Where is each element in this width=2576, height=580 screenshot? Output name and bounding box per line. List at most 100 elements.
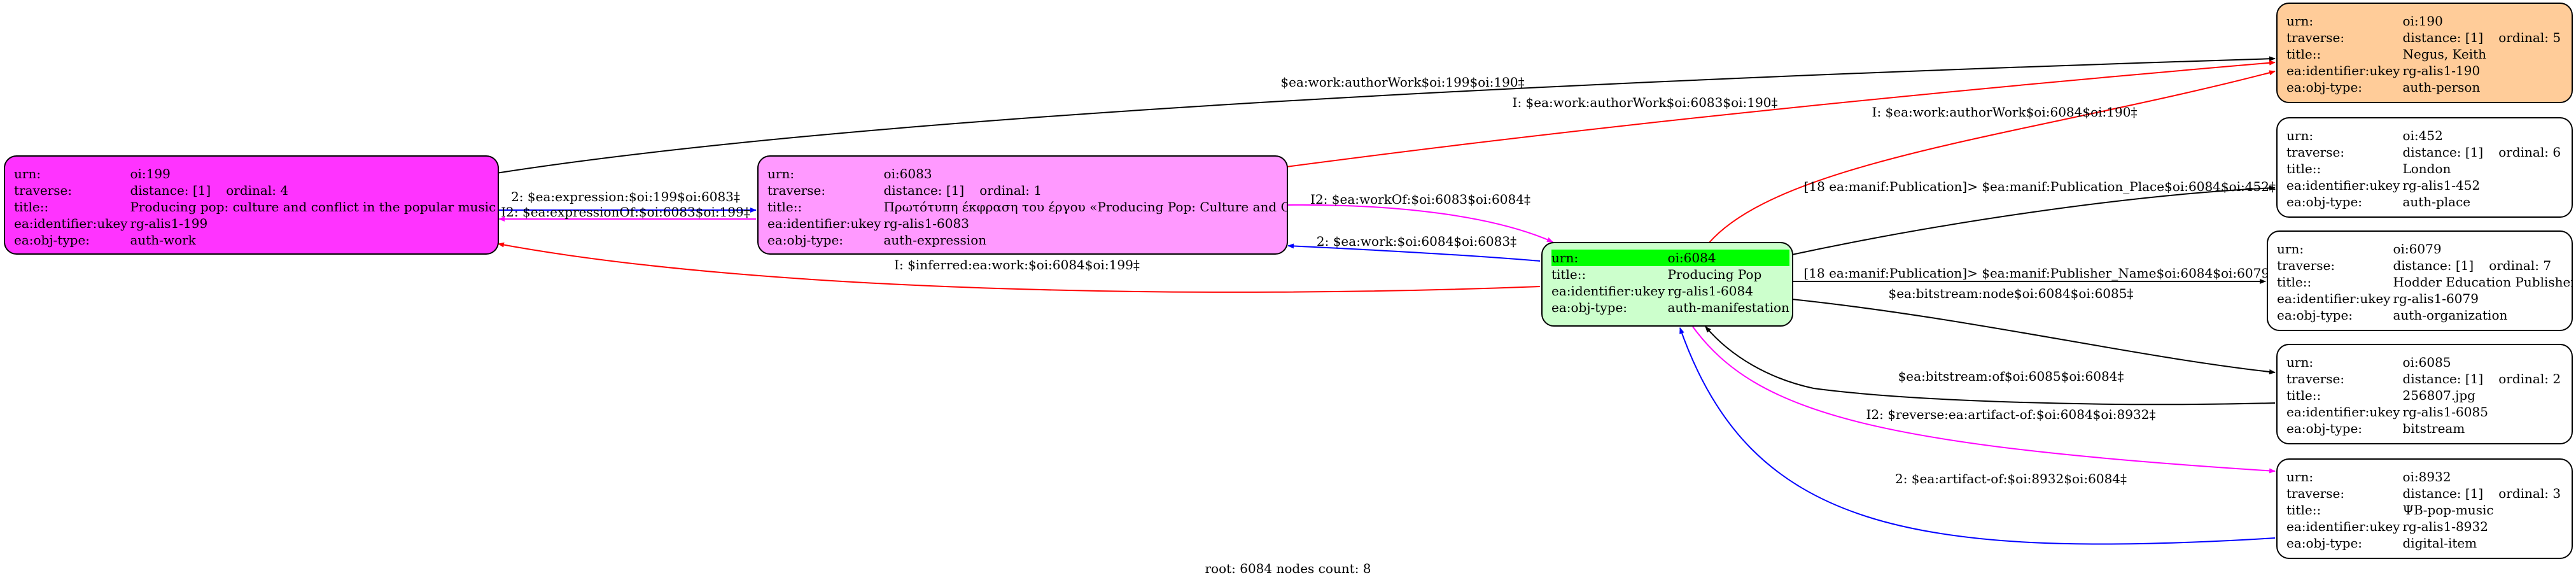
field-value-ordinal: ordinal: 3 [2498,486,2561,501]
node-oi-199-table: urn: oi:199 traverse: distance: [1] ordinal… [14,166,499,248]
field-key: traverse: [2286,30,2345,45]
field-key: ea:identifier:ukey [2277,291,2391,306]
field-value: oi:199 [130,166,171,181]
field-value: rg-alis1-6083 [883,216,969,231]
edge-bitstream-node-6084-6085 [1791,299,2276,374]
edge-label-reverse-artifact-of-6084-8932: I2: $reverse:ea:artifact-of:$oi:6084$oi:… [1866,407,2156,422]
field-key: ea:identifier:ukey [2286,519,2400,534]
edge-work-6084-6083 [1287,243,1541,262]
field-value: oi:6083 [883,166,932,181]
field-key: ea:obj-type: [2286,421,2363,436]
node-oi-8932[interactable]: urn: oi:8932 traverse: distance: [1] ordina… [2276,458,2573,559]
field-key: traverse: [2286,371,2345,386]
field-value: rg-alis1-6079 [2393,291,2479,306]
node-oi-6083-table: urn: oi:6083 traverse: distance: [1] ordina… [767,166,1288,248]
field-value: distance: [1] [2402,371,2484,386]
field-key: title:: [767,199,802,215]
edge-label-expression-199-6083: 2: $ea:expression:$oi:199$oi:6083‡ [511,189,740,204]
field-value: oi:190 [2402,13,2443,29]
edge-label-workof-6083-6084: I2: $ea:workOf:$oi:6083$oi:6084‡ [1310,192,1530,207]
edge-label-inferred-work-6084-199: I: $inferred:ea:work:$oi:6084$oi:199‡ [894,257,1140,272]
field-key: urn: [2286,355,2314,370]
node-oi-6079[interactable]: urn: oi:6079 traverse: distance: [1] ordina… [2267,230,2573,331]
field-key: traverse: [14,183,73,198]
field-value: auth-manifestation [1667,300,1789,315]
field-value-ordinal: ordinal: 2 [2498,371,2561,386]
field-key: traverse: [2286,145,2345,160]
field-value: distance: [1] [883,183,965,198]
field-key: ea:identifier:ukey [1551,283,1665,299]
field-key: ea:identifier:ukey [14,216,128,231]
field-value: rg-alis1-452 [2402,178,2481,193]
field-value: distance: [1] [2402,486,2484,501]
field-value: auth-work [130,232,196,248]
field-value: rg-alis1-199 [130,216,208,231]
field-value: Producing Pop [1667,267,1762,282]
field-value: ΨΒ-pop-music [2402,502,2494,518]
field-key: urn: [2277,241,2304,257]
field-value: bitstream [2402,421,2465,436]
field-value: Producing pop: culture and conflict in t… [130,199,499,215]
field-key: ea:identifier:ukey [2286,404,2400,420]
field-value: rg-alis1-6084 [1667,283,1753,299]
field-key: title:: [2277,274,2312,290]
field-value: distance: [1] [2393,258,2474,273]
field-value: 256807.jpg [2402,388,2475,403]
field-key: traverse: [767,183,826,198]
node-oi-452[interactable]: urn:oi:452 traverse:distance: [1]ordinal… [2276,117,2573,218]
edge-artifact-of-8932-6084 [1679,327,2276,545]
field-value-ordinal: ordinal: 1 [979,183,1042,198]
node-oi-6085[interactable]: urn:oi:6085 traverse:distance: [1]ordina… [2276,344,2573,444]
edge-label-authorwork-6083-190: I: $ea:work:authorWork$oi:6083$oi:190‡ [1512,95,1778,110]
edge-label-work-6084-6083: 2: $ea:work:$oi:6084$oi:6083‡ [1316,234,1517,249]
node-oi-6084-root[interactable]: urn:oi:6084 title::Producing Pop ea:iden… [1541,242,1793,327]
node-oi-452-table: urn:oi:452 traverse:distance: [1]ordinal… [2286,127,2561,210]
field-value: digital-item [2402,535,2477,551]
edge-bitstream-of-6085-6084 [1705,326,2276,406]
field-key: ea:obj-type: [767,232,844,248]
field-key: title:: [2286,388,2321,403]
field-value: Hodder Education Publishers [2393,274,2573,290]
field-key: traverse: [2286,486,2345,501]
node-oi-6083[interactable]: urn: oi:6083 traverse: distance: [1] ordina… [757,155,1288,255]
edge-label-artifact-of-8932-6084: 2: $ea:artifact-of:$oi:8932$oi:6084‡ [1894,471,2127,486]
field-key: urn: [2286,469,2314,485]
field-key: ea:obj-type: [2286,80,2363,95]
field-value: distance: [1] [2402,145,2484,160]
edge-authorwork-6083-190 [1286,60,2276,167]
node-oi-8932-table: urn: oi:8932 traverse: distance: [1] ordina… [2286,469,2561,551]
field-key: title:: [2286,161,2321,176]
field-value-ordinal: ordinal: 6 [2498,145,2561,160]
field-value: distance: [1] [130,183,211,198]
node-oi-199[interactable]: urn: oi:199 traverse: distance: [1] ordinal… [4,155,499,255]
field-key: title:: [2286,502,2321,518]
node-oi-6084-table: urn:oi:6084 title::Producing Pop ea:iden… [1551,250,1789,316]
field-value: oi:8932 [2402,469,2451,485]
edge-workof-6083-6084 [1286,204,1553,243]
edge-publication-place-6084-452 [1791,185,2276,255]
edge-authorwork-199-190 [496,56,2276,174]
field-value: Πρωτότυπη έκφραση του έργου «Producing P… [883,199,1288,215]
field-key: urn: [767,166,795,181]
field-value-ordinal: ordinal: 5 [2498,30,2561,45]
field-value: auth-organization [2393,308,2508,323]
field-value-ordinal: ordinal: 7 [2489,258,2552,273]
field-value: oi:452 [2402,128,2443,143]
field-value: distance: [1] [2402,30,2484,45]
field-value: rg-alis1-190 [2402,63,2481,78]
field-value-ordinal: ordinal: 4 [226,183,289,198]
field-key: title:: [1551,267,1586,282]
edge-reverse-artifact-of-6084-8932 [1692,326,2276,474]
field-key: traverse: [2277,258,2335,273]
field-key: urn: [14,166,41,181]
graph-footer-caption: root: 6084 nodes count: 8 [1205,561,1371,576]
field-key: urn: [1551,250,1668,266]
field-value: oi:6079 [2393,241,2442,257]
node-oi-190[interactable]: urn:oi:190 traverse:distance: [1]ordinal… [2276,3,2573,103]
edge-label-authorwork-6084-190: I: $ea:work:authorWork$oi:6084$oi:190‡ [1872,104,2138,120]
field-key: ea:identifier:ukey [767,216,881,231]
field-value: rg-alis1-6085 [2402,404,2488,420]
field-key: ea:obj-type: [2286,535,2363,551]
field-value: auth-expression [883,232,987,248]
